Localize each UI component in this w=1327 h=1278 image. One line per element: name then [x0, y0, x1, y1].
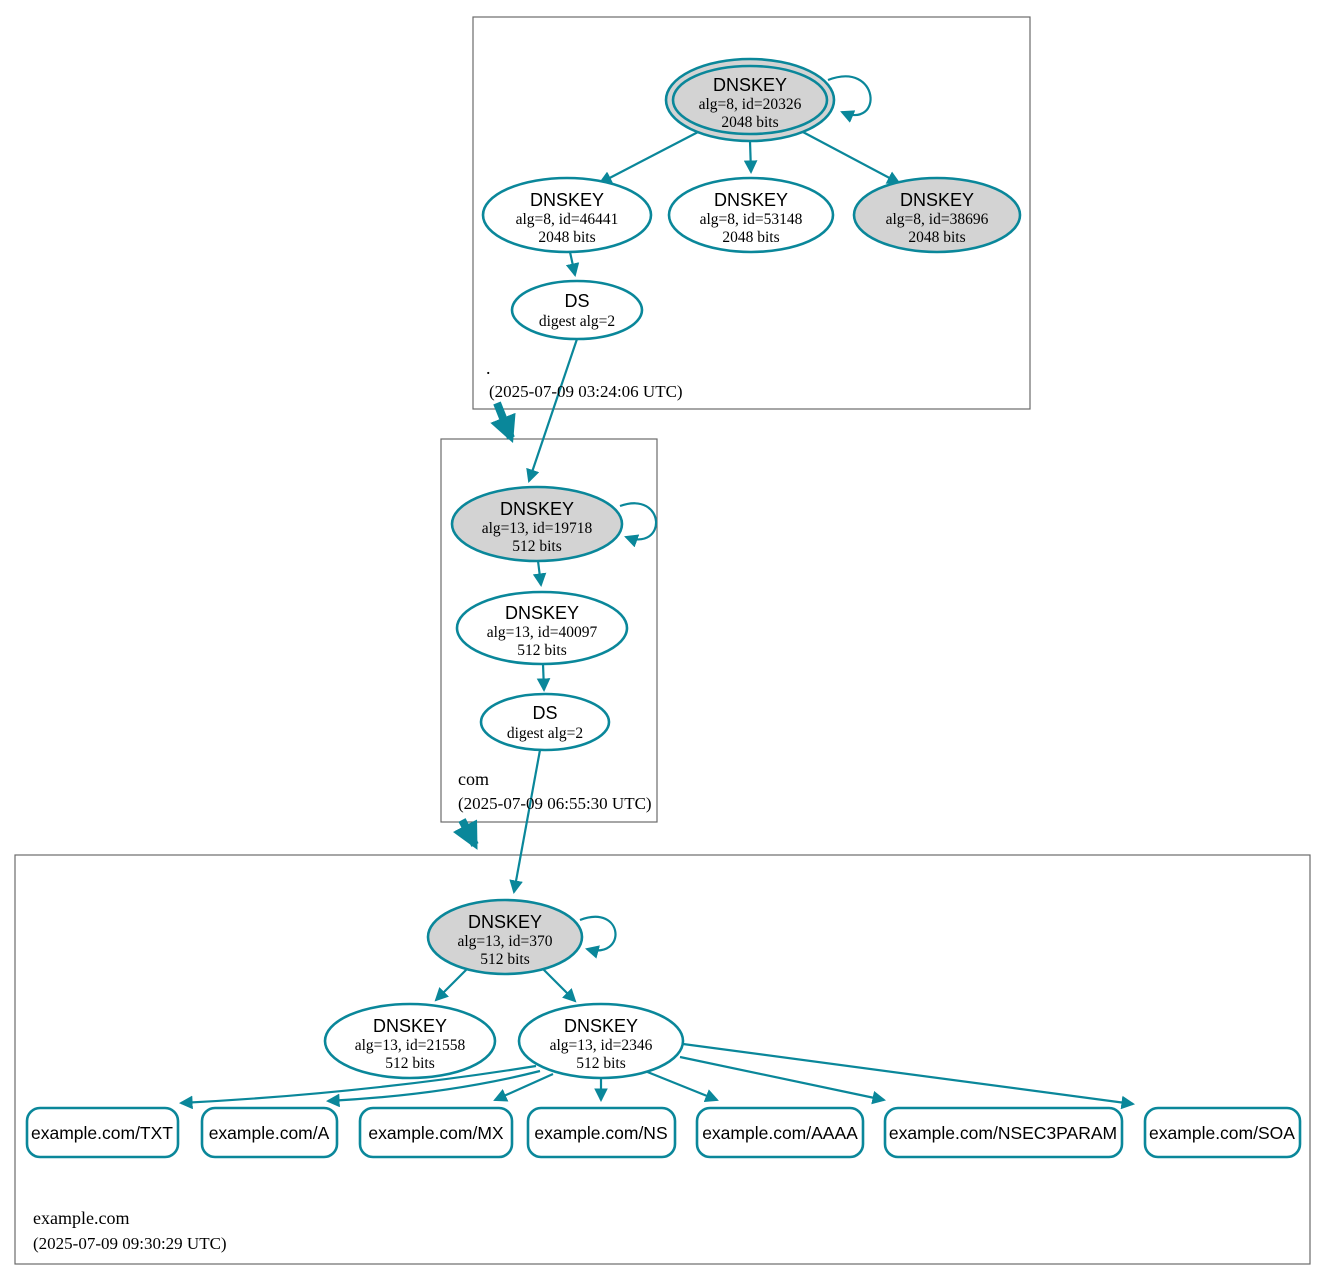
node-attrs: alg=8, id=20326	[699, 96, 802, 113]
node-attrs: digest alg=2	[507, 725, 583, 742]
node-size: 512 bits	[385, 1055, 435, 1072]
node-rrset-a[interactable]: example.com/A	[200, 1106, 339, 1159]
edge-root-ksk-to-zsk1	[598, 130, 701, 184]
node-root-dnskey-38696[interactable]: DNSKEY alg=8, id=38696 2048 bits	[852, 176, 1022, 254]
node-title: DNSKEY	[530, 190, 604, 210]
node-title: DS	[564, 291, 589, 311]
edge-root-ds-to-com-dnskey	[526, 338, 579, 483]
node-attrs: alg=13, id=2346	[550, 1037, 653, 1054]
zone-timestamp-com: (2025-07-09 06:55:30 UTC)	[458, 794, 652, 813]
edge-example-ksk-to-key2	[434, 968, 468, 1002]
zone-label-root: .	[486, 358, 491, 378]
node-example-dnskey-2346[interactable]: DNSKEY alg=13, id=2346 512 bits	[517, 1002, 685, 1080]
zone-label-com: com	[458, 769, 489, 789]
node-size: 512 bits	[576, 1055, 626, 1072]
node-size: 512 bits	[512, 538, 562, 555]
zone-timestamp-root: (2025-07-09 03:24:06 UTC)	[489, 382, 683, 401]
node-com-ds[interactable]: DS digest alg=2	[479, 692, 611, 752]
node-rrset-nsec3param[interactable]: example.com/NSEC3PARAM	[883, 1106, 1124, 1159]
rrset-label: example.com/NS	[534, 1123, 667, 1143]
node-com-dnskey-40097[interactable]: DNSKEY alg=13, id=40097 512 bits	[455, 590, 629, 666]
edge-root-ksk-self-sign	[827, 75, 872, 123]
edge-com-ksk-self-sign	[619, 502, 658, 548]
node-attrs: alg=13, id=21558	[355, 1037, 466, 1054]
node-title: DNSKEY	[900, 190, 974, 210]
node-example-dnskey-21558[interactable]: DNSKEY alg=13, id=21558 512 bits	[323, 1002, 497, 1080]
edge-example-zsk-to-aaaa	[644, 1069, 719, 1102]
node-attrs: alg=8, id=46441	[516, 211, 619, 228]
node-attrs: alg=13, id=19718	[482, 520, 593, 537]
node-attrs: digest alg=2	[539, 313, 615, 330]
node-rrset-mx[interactable]: example.com/MX	[358, 1106, 514, 1159]
rrset-label: example.com/TXT	[31, 1123, 173, 1143]
node-root-ds[interactable]: DS digest alg=2	[510, 279, 644, 341]
node-rrset-soa[interactable]: example.com/SOA	[1143, 1106, 1302, 1159]
edge-example-zsk-to-a	[325, 1069, 541, 1108]
node-title: DNSKEY	[714, 190, 788, 210]
rrset-label: example.com/MX	[368, 1123, 504, 1143]
rrset-label: example.com/SOA	[1149, 1123, 1295, 1143]
edge-com-zsk-to-ds	[536, 663, 551, 693]
node-title: DS	[532, 703, 557, 723]
edge-example-ksk-self-sign	[579, 915, 617, 959]
node-size: 2048 bits	[722, 229, 779, 246]
edge-example-zsk-to-soa	[682, 1042, 1136, 1110]
node-rrset-ns[interactable]: example.com/NS	[526, 1106, 677, 1159]
edge-root-zsk1-to-ds	[565, 251, 580, 277]
zone-timestamp-example-com: (2025-07-09 09:30:29 UTC)	[33, 1234, 227, 1253]
node-title: DNSKEY	[500, 499, 574, 519]
node-title: DNSKEY	[373, 1016, 447, 1036]
rrset-label: example.com/A	[209, 1123, 330, 1143]
node-root-dnskey-46441[interactable]: DNSKEY alg=8, id=46441 2048 bits	[481, 176, 653, 254]
node-example-dnskey-370[interactable]: DNSKEY alg=13, id=370 512 bits	[426, 898, 584, 976]
node-size: 2048 bits	[908, 229, 965, 246]
edge-example-zsk-to-mx	[493, 1072, 554, 1102]
node-size: 512 bits	[480, 951, 530, 968]
rrset-label: example.com/NSEC3PARAM	[889, 1123, 1117, 1143]
node-attrs: alg=13, id=370	[458, 933, 553, 950]
node-attrs: alg=13, id=40097	[487, 624, 598, 641]
node-size: 512 bits	[517, 642, 567, 659]
node-rrset-txt[interactable]: example.com/TXT	[25, 1106, 180, 1159]
node-attrs: alg=8, id=53148	[700, 211, 803, 228]
edge-root-zone-to-com-zone	[490, 401, 516, 444]
node-title: DNSKEY	[713, 75, 787, 95]
edge-com-zone-to-example-zone	[452, 818, 479, 850]
edge-example-ksk-to-zsk	[542, 968, 577, 1003]
node-attrs: alg=8, id=38696	[886, 211, 989, 228]
node-title: DNSKEY	[468, 912, 542, 932]
node-title: DNSKEY	[505, 603, 579, 623]
node-size: 2048 bits	[538, 229, 595, 246]
node-rrset-aaaa[interactable]: example.com/AAAA	[695, 1106, 865, 1159]
edge-root-ksk-to-key3	[800, 130, 901, 184]
node-root-dnskey-53148[interactable]: DNSKEY alg=8, id=53148 2048 bits	[667, 176, 835, 254]
node-title: DNSKEY	[564, 1016, 638, 1036]
edge-com-ds-to-example-dnskey	[509, 749, 542, 895]
node-com-dnskey-19718[interactable]: DNSKEY alg=13, id=19718 512 bits	[450, 485, 624, 563]
node-size: 2048 bits	[721, 114, 778, 131]
edge-example-zsk-to-txt	[178, 1064, 537, 1110]
zone-label-example-com: example.com	[33, 1208, 129, 1228]
edge-com-ksk-to-zsk	[532, 560, 547, 588]
edge-root-ksk-to-zsk2	[743, 140, 758, 175]
node-root-dnskey-20326[interactable]: DNSKEY alg=8, id=20326 2048 bits	[664, 57, 836, 143]
edge-example-zsk-to-nsec3param	[679, 1055, 887, 1105]
rrset-label: example.com/AAAA	[702, 1123, 858, 1143]
